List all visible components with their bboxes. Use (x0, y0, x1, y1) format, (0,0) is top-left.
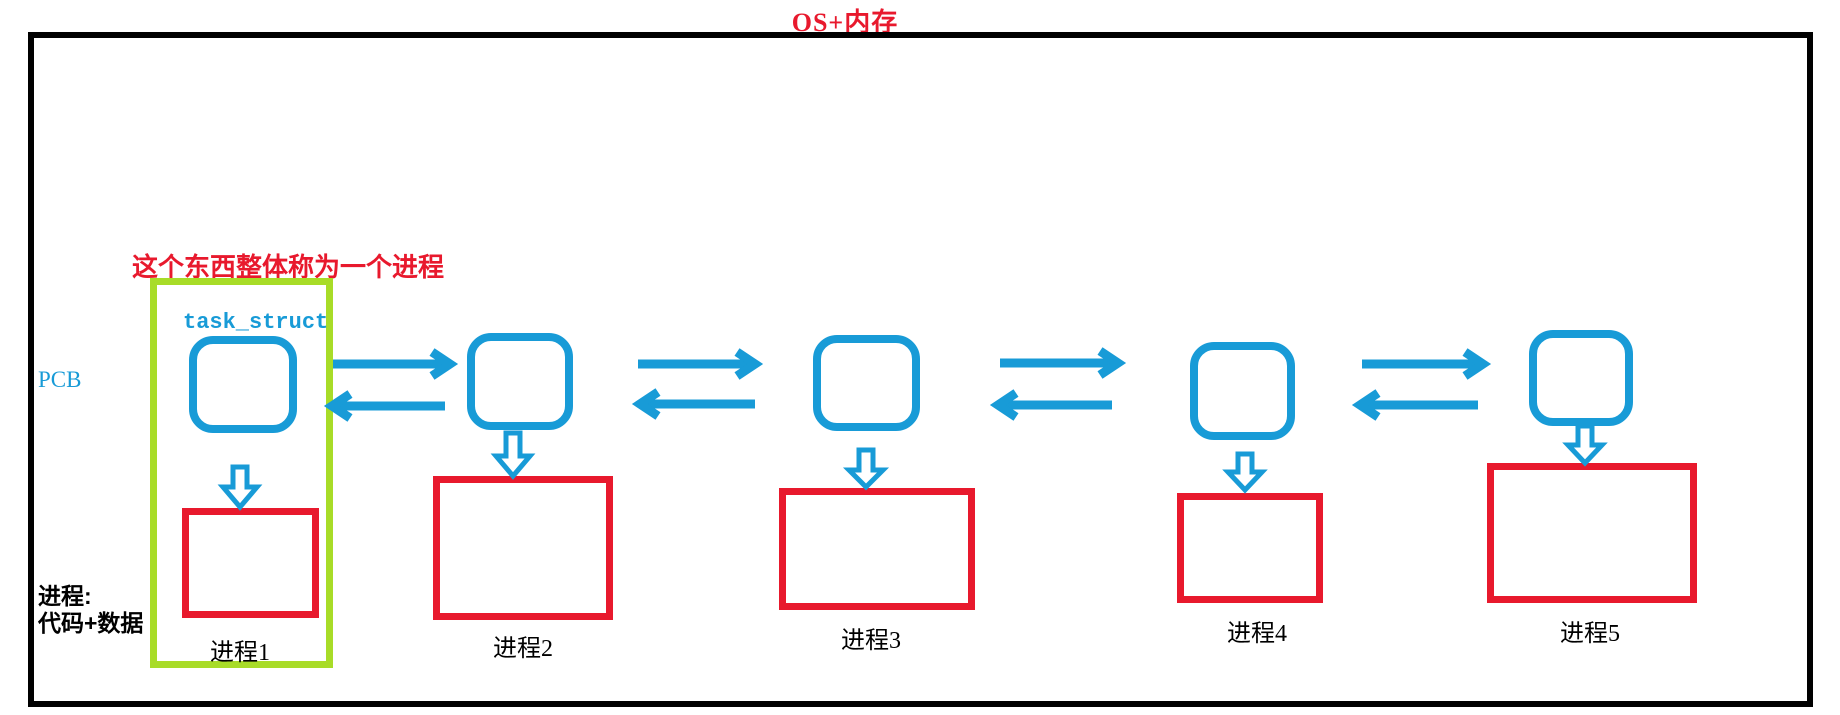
process-definition-line1: 进程: (38, 583, 92, 609)
process-definition-line2: 代码+数据 (38, 610, 144, 636)
pcb-node-3 (813, 335, 920, 431)
process-label-2: 进程2 (493, 636, 553, 662)
pcb-node-2 (467, 333, 573, 430)
process-unit-annotation: 这个东西整体称为一个进程 (132, 253, 445, 282)
process-label-5: 进程5 (1560, 621, 1620, 647)
os-memory-boundary (28, 32, 1813, 707)
code-data-box-3 (779, 488, 975, 610)
pcb-node-5 (1529, 330, 1633, 426)
pcb-node-4 (1190, 342, 1295, 440)
process-label-1: 进程1 (210, 640, 270, 666)
process-definition: 进程: 代码+数据 (38, 583, 143, 637)
code-data-box-2 (433, 476, 613, 620)
process-unit-highlight-box (150, 278, 333, 668)
pcb-label: PCB (38, 367, 82, 392)
task-struct-label: task_struct (183, 310, 329, 335)
code-data-box-4 (1177, 493, 1323, 603)
process-label-3: 进程3 (841, 628, 901, 654)
process-label-4: 进程4 (1227, 621, 1287, 647)
pcb-node-1 (189, 336, 297, 433)
code-data-box-1 (182, 508, 319, 618)
code-data-box-5 (1487, 463, 1697, 603)
